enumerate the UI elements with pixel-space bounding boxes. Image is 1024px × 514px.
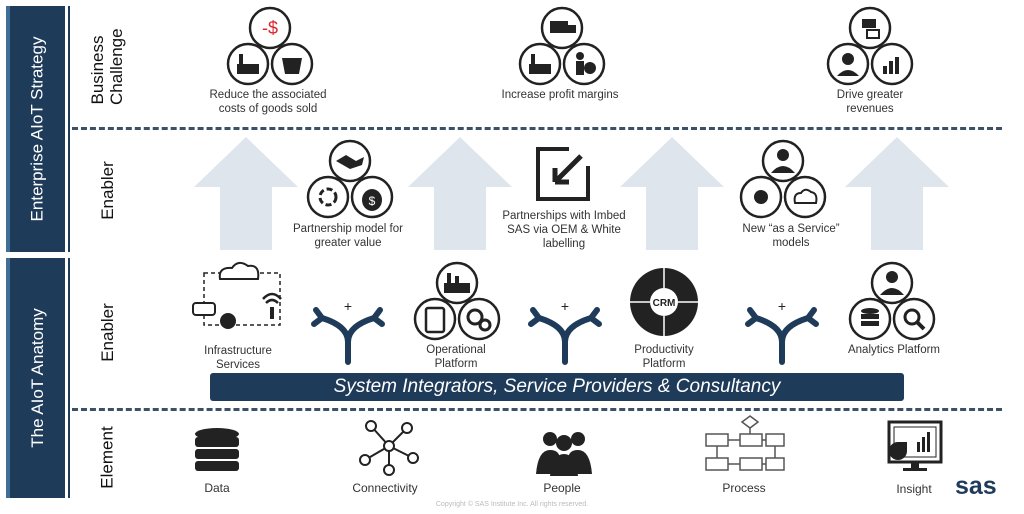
integrators-banner: System Integrators, Service Providers & … [210,373,904,401]
copyright-text: Copyright © SAS Institute Inc. All right… [435,501,589,508]
element-caption: Data [204,481,230,495]
branch-arrow [311,307,385,327]
branch-arrow [745,307,819,327]
enabler-caption: New “as a Service” models [742,223,840,249]
revenue-icon [826,6,914,86]
plus-sign: + [778,298,786,314]
as-a-service-icon [739,139,827,219]
branch-arrow [753,315,811,365]
crm-label: CRM [653,298,676,309]
anatomy-caption: Analytics Platform [847,344,941,356]
branch-arrow [319,315,377,365]
enabler-caption: Partnerships with Imbed SAS via OEM & Wh… [502,210,626,250]
sidebar-aiot-anatomy: The AIoT Anatomy [6,258,65,498]
oem-labelling-icon [536,146,591,201]
row-label-element: Element [97,426,117,489]
anatomy-caption: Infrastructure Services [204,345,272,371]
money-symbol: $ [369,194,376,208]
row-separator-line [68,258,70,498]
network-icon [359,420,419,476]
database-icon [195,428,239,471]
up-arrow [408,137,512,250]
analytics-platform-icon [848,261,936,341]
profit-margin-icon [518,6,606,86]
insight-dashboard-icon [887,420,943,471]
anatomy-caption: Operational Platform [426,344,486,370]
element-caption: Insight [896,482,932,496]
dashed-divider [72,127,1002,130]
partnership-model-icon: $ [306,139,394,219]
up-arrow [620,137,724,250]
operational-platform-icon [413,261,501,341]
element-caption: Connectivity [352,481,418,495]
dashed-divider [72,408,1002,411]
up-arrow [845,137,949,250]
enabler-caption: Partnership model for greater value [293,223,403,249]
challenge-caption: Drive greater revenues [836,89,904,115]
element-caption: People [543,481,581,495]
sidebar-enterprise-aiot-strategy: Enterprise AIoT Strategy [6,6,65,252]
infrastructure-services-icon [192,262,282,329]
branch-arrow [536,315,594,365]
plus-sign: + [561,298,569,314]
element-caption: Process [722,481,766,495]
strategy-arrows [194,137,949,250]
challenge-caption: Reduce the associated costs of goods sol… [209,89,327,115]
anatomy-caption: Productivity Platform [634,344,694,370]
flowchart-icon [705,415,785,471]
people-icon [536,432,592,476]
sas-logo: sas [955,472,997,500]
up-arrow [194,137,298,250]
cost-symbol: -$ [262,18,278,38]
cost-reduction-icon: -$ [226,6,314,86]
connector-arrows: + + + [311,298,819,365]
row-separator-line [68,6,70,252]
plus-sign: + [344,298,352,314]
branch-arrow [528,307,602,327]
productivity-platform-icon: CRM [630,268,698,336]
challenge-caption: Increase profit margins [501,89,619,101]
